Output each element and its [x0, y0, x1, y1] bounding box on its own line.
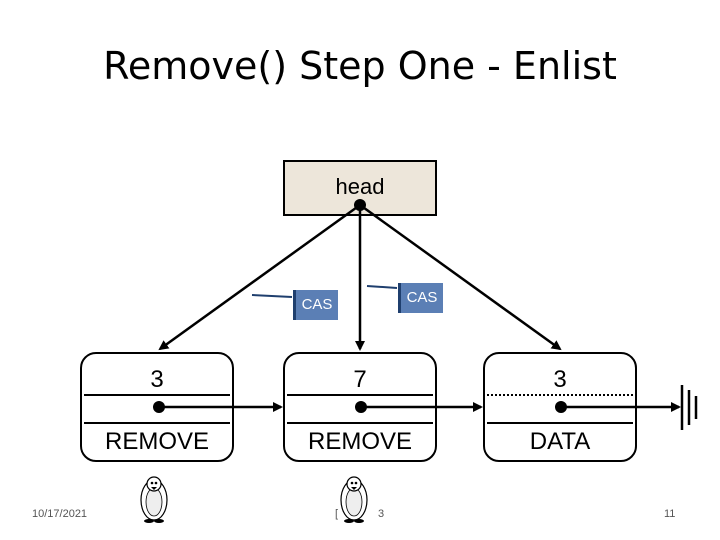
- node-value: 7: [353, 366, 367, 393]
- head-box: head: [283, 160, 437, 216]
- penguin-icon: [340, 476, 368, 523]
- footer-center-fragment-right: 3: [378, 508, 385, 520]
- node-state: REMOVE: [307, 428, 412, 455]
- node-state: DATA: [529, 428, 591, 455]
- cas-text-left: CAS: [301, 296, 333, 313]
- node-divider: [287, 422, 433, 424]
- ground-symbol-icon: [680, 385, 698, 430]
- footer-date: 10/17/2021: [32, 508, 88, 520]
- page-number: 11: [664, 508, 676, 520]
- cas-tick-right: [366, 285, 398, 289]
- list-node-3: 3 DATA: [483, 352, 637, 462]
- node-divider-dotted: [487, 394, 633, 396]
- node-value: 3: [553, 366, 567, 393]
- node-state: REMOVE: [104, 428, 209, 455]
- list-node-2: 7 REMOVE: [283, 352, 437, 462]
- slide-title: Remove() Step One - Enlist: [103, 44, 617, 88]
- list-node-1: 3 REMOVE: [80, 352, 234, 462]
- pointer-arrow-to-node-1: [158, 203, 361, 351]
- node-divider: [84, 394, 230, 396]
- cas-label-left: CAS: [293, 290, 338, 320]
- node-divider: [287, 394, 433, 396]
- cas-text-right: CAS: [406, 289, 438, 306]
- pointer-arrow-to-node-3: [359, 203, 562, 351]
- cas-label-right: CAS: [398, 283, 443, 313]
- footer-center-fragment-left: [: [335, 508, 339, 520]
- penguin-icon: [140, 476, 168, 523]
- node-divider: [487, 422, 633, 424]
- node-value: 3: [150, 366, 164, 393]
- node-divider: [84, 422, 230, 424]
- cas-tick-left: [251, 294, 293, 298]
- head-label: head: [335, 174, 385, 199]
